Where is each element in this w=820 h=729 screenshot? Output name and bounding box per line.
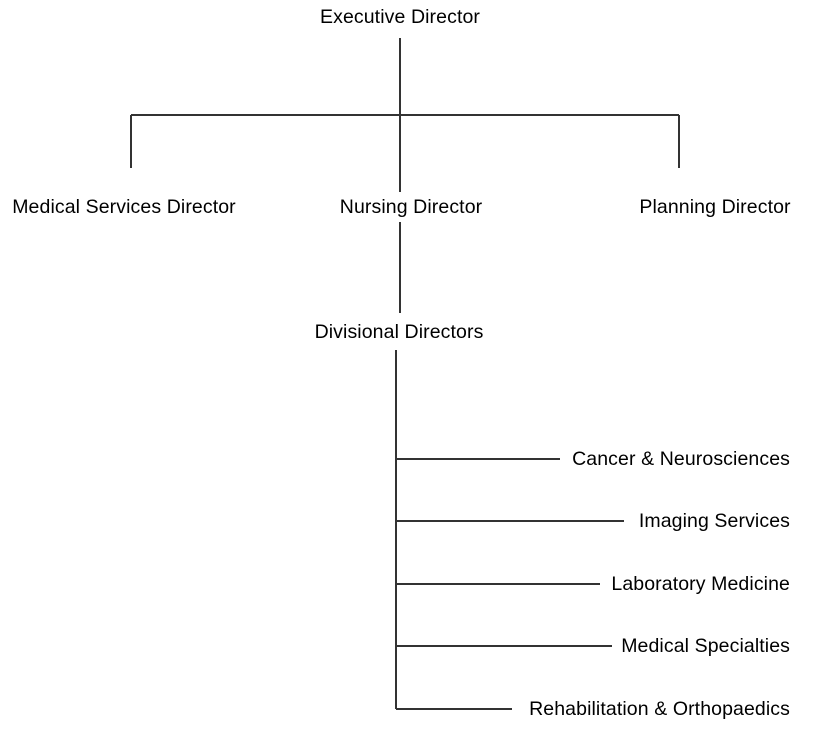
node-medical-services-director: Medical Services Director — [12, 196, 236, 218]
node-executive-director: Executive Director — [319, 6, 481, 28]
node-imaging-services: Imaging Services — [638, 510, 790, 532]
node-medical-specialties: Medical Specialties — [621, 635, 790, 657]
node-nursing-director: Nursing Director — [339, 196, 483, 218]
node-rehabilitation-orthopaedics: Rehabilitation & Orthopaedics — [529, 698, 790, 720]
node-divisional-directors: Divisional Directors — [314, 321, 484, 343]
node-laboratory-medicine: Laboratory Medicine — [611, 573, 790, 595]
node-planning-director: Planning Director — [639, 196, 791, 218]
node-cancer-neurosciences: Cancer & Neurosciences — [572, 448, 790, 470]
